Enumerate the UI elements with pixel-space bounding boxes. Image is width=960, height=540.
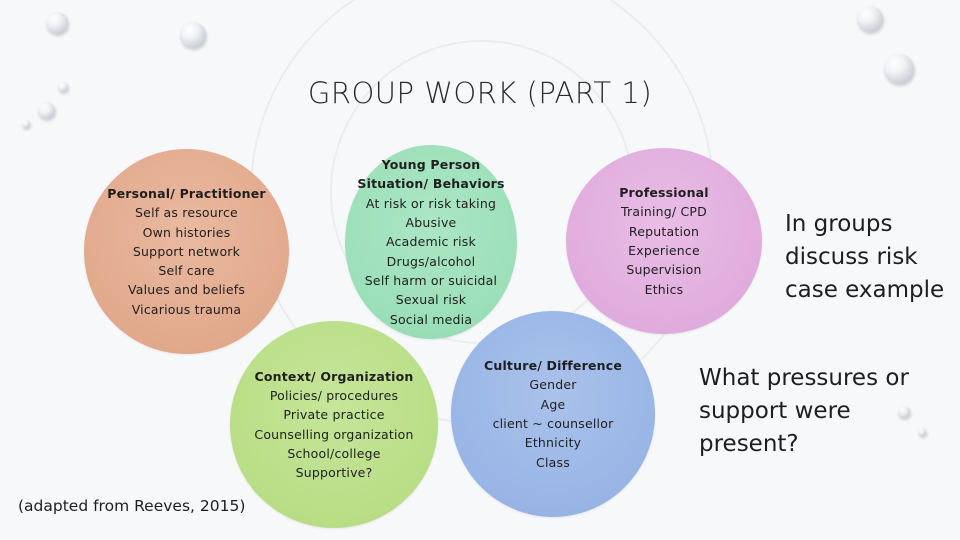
bubble-item: Supportive? <box>295 465 373 481</box>
bubble-item: Private practice <box>283 407 385 423</box>
prompt-line: In groups <box>785 211 893 237</box>
bubble-item: Self care <box>158 263 215 279</box>
bubble-item: Values and beliefs <box>127 282 246 298</box>
personal-practitioner-circle: Personal/ Practitioner Self as resource … <box>84 149 289 354</box>
culture-difference-heading: Culture/ Difference <box>483 358 623 374</box>
bubble-item: Ethics <box>644 281 684 297</box>
prompt-line: discuss risk <box>785 244 918 270</box>
water-drop-decoration <box>38 102 55 119</box>
water-drop-decoration <box>884 54 914 84</box>
bubble-item: Social media <box>389 311 473 327</box>
water-drop-decoration <box>58 82 68 92</box>
water-drop-decoration <box>180 22 206 48</box>
prompt-line: case example <box>785 277 945 303</box>
prompt-line: What pressures or <box>699 365 909 391</box>
prompt-line: present? <box>699 431 799 457</box>
bubble-item: At risk or risk taking <box>365 195 497 211</box>
bubble-item: Reputation <box>628 223 700 239</box>
bubble-item: Class <box>536 454 570 470</box>
bubble-item: Own histories <box>142 224 231 240</box>
bubble-item: Academic risk <box>386 234 476 250</box>
water-drop-decoration <box>918 428 926 436</box>
water-drop-decoration <box>22 120 30 128</box>
water-drop-decoration <box>898 406 910 418</box>
bubble-item: Support network <box>132 243 241 259</box>
bubble-item: Self harm or suicidal <box>364 272 498 288</box>
personal-practitioner-heading: Personal/ Practitioner <box>107 185 266 201</box>
group-discussion-prompt: In groups discuss risk case example <box>785 208 944 307</box>
professional-circle: Professional Training/ CPD Reputation Ex… <box>566 148 762 334</box>
bubble-item: Supervision <box>626 262 702 278</box>
bubble-item: Sexual risk <box>395 292 467 308</box>
bubble-item: Age <box>540 396 566 412</box>
prompt-line: support were <box>699 398 851 424</box>
slide-title: GROUP WORK (PART 1) <box>307 76 653 110</box>
bubble-item: School/college <box>287 445 381 461</box>
water-drop-decoration <box>46 12 68 34</box>
source-credit: (adapted from Reeves, 2015) <box>18 497 246 515</box>
bubble-item: Policies/ procedures <box>269 387 399 403</box>
pressures-question: What pressures or support were present? <box>699 362 909 461</box>
context-organization-circle: Context/ Organization Policies/ procedur… <box>230 321 438 528</box>
water-drop-decoration <box>857 6 883 32</box>
young-person-subheading: Situation/ Behaviors <box>357 176 505 192</box>
bubble-item: Abusive <box>405 215 457 231</box>
young-person-heading: Young Person <box>381 157 481 173</box>
bubble-item: client ~ counsellor <box>492 416 614 431</box>
bubble-item: Training/ CPD <box>621 204 707 220</box>
bubble-item: Counselling organization <box>254 426 414 442</box>
professional-heading: Professional <box>619 185 709 201</box>
bubble-item: Gender <box>529 377 577 393</box>
bubble-item: Experience <box>628 243 700 258</box>
culture-difference-circle: Culture/ Difference Gender Age client ~ … <box>451 311 655 517</box>
context-organization-heading: Context/ Organization <box>254 368 414 384</box>
bubble-item: Drugs/alcohol <box>386 253 476 269</box>
bubble-item: Ethnicity <box>524 435 582 451</box>
young-person-circle: Young Person Situation/ Behaviors At ris… <box>345 145 517 339</box>
bubble-item: Vicarious trauma <box>131 301 242 317</box>
bubble-item: Self as resource <box>135 205 238 221</box>
